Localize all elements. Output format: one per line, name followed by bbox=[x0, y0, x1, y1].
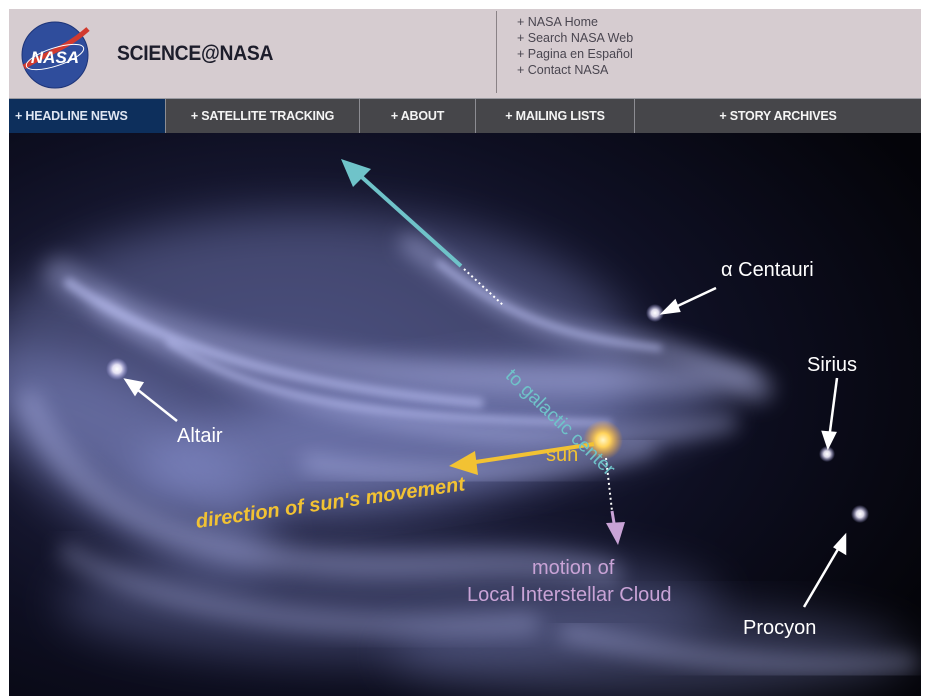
label-sirius: Sirius bbox=[807, 354, 858, 376]
procyon-star bbox=[851, 505, 869, 523]
site-title[interactable]: SCIENCE@NASA bbox=[117, 42, 274, 65]
site-header: NASA SCIENCE@NASA + NASA Home + Search N… bbox=[9, 9, 921, 98]
quick-links: + NASA Home + Search NASA Web + Pagina e… bbox=[517, 14, 633, 78]
tab-headline-news[interactable]: + HEADLINE NEWS bbox=[9, 99, 166, 133]
tab-about[interactable]: + ABOUT bbox=[360, 99, 476, 133]
tab-mailing-lists[interactable]: + MAILING LISTS bbox=[476, 99, 635, 133]
label-sun: sun bbox=[546, 444, 579, 466]
tab-satellite-tracking[interactable]: + SATELLITE TRACKING bbox=[166, 99, 360, 133]
sirius-star bbox=[819, 446, 835, 462]
label-procyon: Procyon bbox=[743, 617, 817, 639]
page-frame: NASA SCIENCE@NASA + NASA Home + Search N… bbox=[9, 9, 921, 696]
main-nav: + HEADLINE NEWS + SATELLITE TRACKING + A… bbox=[9, 98, 921, 133]
sun-star bbox=[583, 420, 623, 460]
tab-story-archives[interactable]: + STORY ARCHIVES bbox=[719, 109, 837, 123]
alpha-centauri-star bbox=[646, 304, 664, 322]
sun-direction-arrow bbox=[449, 442, 595, 475]
link-search-nasa-web[interactable]: + Search NASA Web bbox=[517, 31, 634, 45]
cloud-motion-arrow bbox=[605, 457, 625, 545]
link-nasa-home[interactable]: + NASA Home bbox=[517, 15, 598, 29]
galactic-center-arrow bbox=[341, 159, 505, 307]
label-alpha-centauri: α Centauri bbox=[721, 259, 814, 281]
label-cloud-motion-line2: Local Interstellar Cloud bbox=[467, 584, 672, 606]
link-contact-nasa[interactable]: + Contact NASA bbox=[517, 63, 609, 77]
label-altair: Altair bbox=[177, 425, 223, 447]
header-divider bbox=[496, 11, 497, 93]
link-pagina-en-espanol[interactable]: + Pagina en Español bbox=[517, 47, 633, 61]
label-cloud-motion-line1: motion of bbox=[532, 557, 615, 579]
altair-star bbox=[106, 358, 128, 380]
nasa-logo[interactable]: NASA bbox=[18, 19, 92, 89]
illustration-art bbox=[9, 133, 921, 696]
interstellar-cloud-illustration: α Centauri Sirius Altair Procyon sun to … bbox=[9, 133, 921, 696]
svg-text:NASA: NASA bbox=[31, 48, 79, 67]
